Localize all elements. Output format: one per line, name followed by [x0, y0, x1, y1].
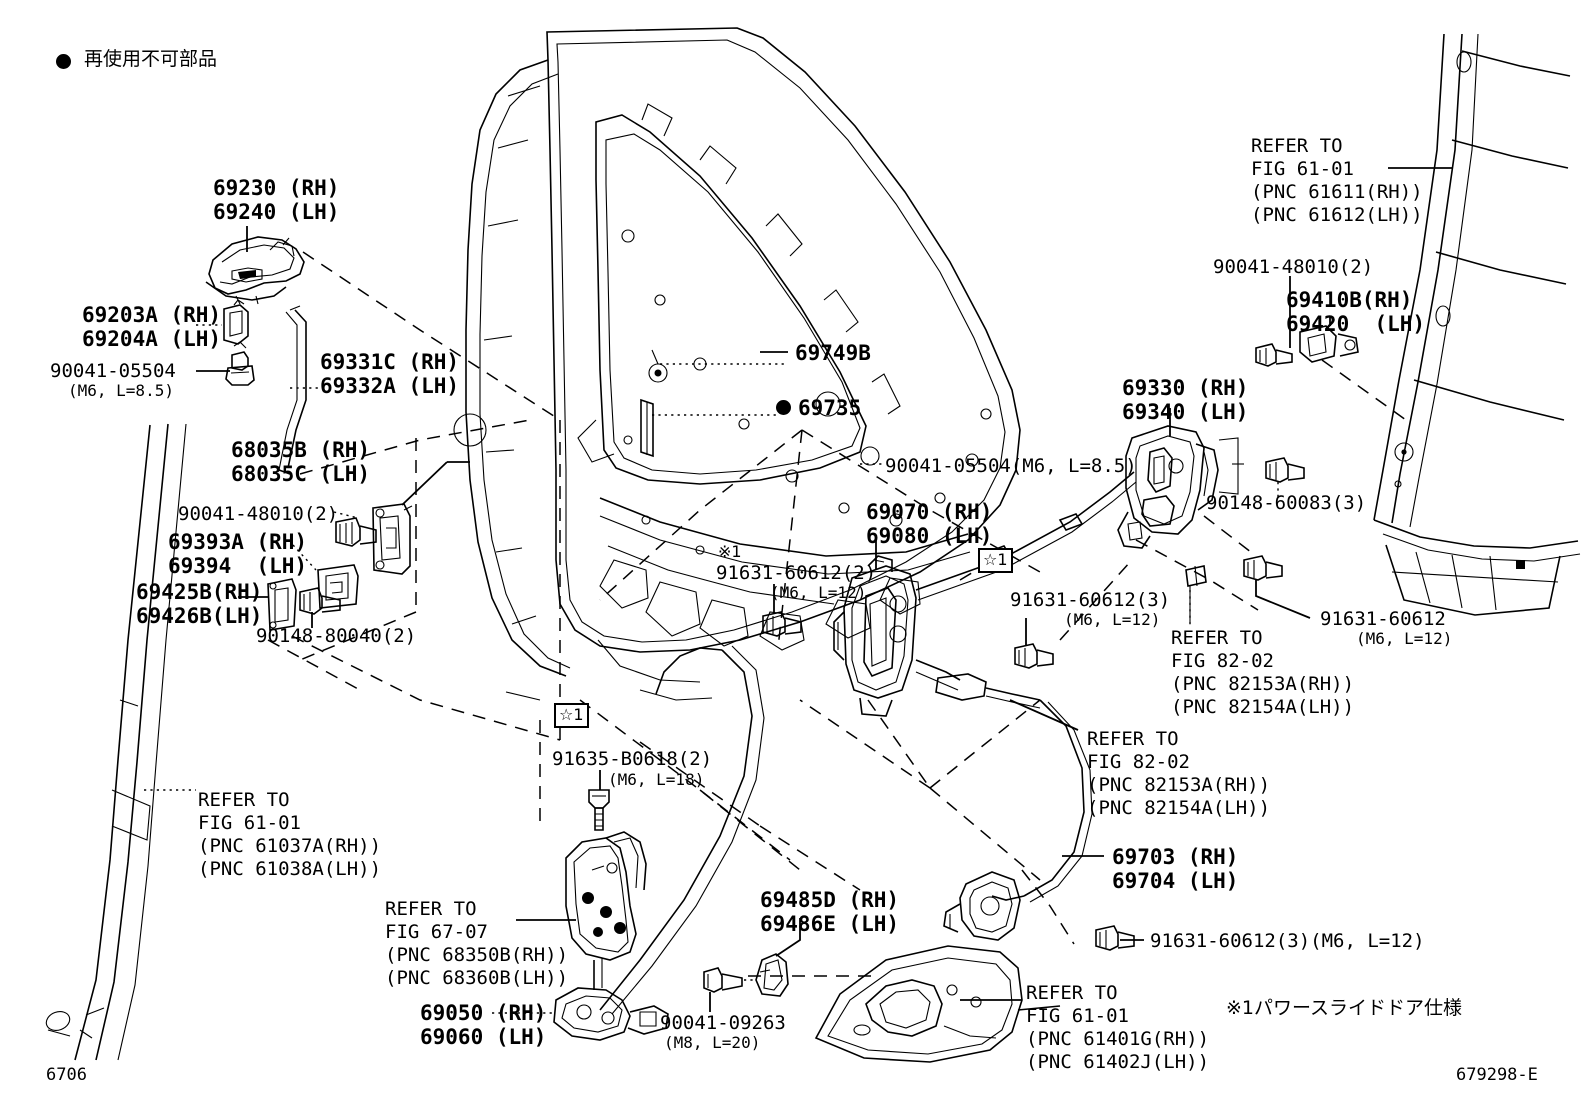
- note-power-slide-door: ※1パワースライドドア仕様: [1226, 997, 1463, 1019]
- label-lower-roller-rh: 69050 (RH): [420, 1001, 547, 1025]
- label-bolt-90148-60083: 90148-60083(3): [1206, 492, 1367, 514]
- screw-90041-05504-left-part: [225, 341, 255, 386]
- refer-61-01-bottomright-line3: (PNC 61401G(RH)): [1026, 1028, 1210, 1050]
- label-clip-69735: 69735: [798, 396, 862, 420]
- label-bolt-90041-09263: 90041-09263: [660, 1012, 786, 1034]
- refer-61-01-left-line4: (PNC 61038A(LH)): [198, 858, 382, 880]
- refer-61-01-topright-line1: REFER TO: [1251, 135, 1343, 157]
- label-motor-assy-lh: 69080 (LH): [866, 524, 993, 548]
- lower-roller-arm-part: [553, 831, 669, 1041]
- striker-plate-part: [372, 503, 413, 575]
- legend-text: 再使用不可部品: [84, 48, 218, 70]
- label-handle-cap-rh: 69203A (RH): [82, 303, 222, 327]
- label-outside-handle-rh: 69230 (RH): [213, 176, 340, 200]
- label-handle-rod-rh: 69331C (RH): [320, 350, 460, 374]
- refer-82-02-lower-line2: FIG 82-02: [1087, 751, 1190, 773]
- protector-69393a-part: [317, 564, 359, 609]
- refer-82-02-upper-line4: (PNC 82154A(LH)): [1171, 696, 1355, 718]
- bolt-91631-60612-single-part: [1185, 555, 1283, 622]
- refer-61-01-topright-line2: FIG 61-01: [1251, 158, 1354, 180]
- label-screw-90041-05504-center: 90041-05504(M6, L=8.5): [885, 455, 1137, 477]
- label-bolt-91631-60612-3a-spec: (M6, L=12): [1064, 610, 1161, 629]
- handle-cap-part: [223, 299, 249, 345]
- roller-bracket-69425b-part: [267, 578, 297, 631]
- label-lock-assy-lh: 69340 (LH): [1122, 400, 1249, 424]
- refer-82-02-upper-line1: REFER TO: [1171, 627, 1263, 649]
- refer-67-07-line1: REFER TO: [385, 898, 477, 920]
- refer-61-01-bottomright-line1: REFER TO: [1026, 982, 1118, 1004]
- label-handle-rod-lh: 69332A (LH): [320, 374, 460, 398]
- label-roller-bracket-lh: 69426B(LH): [136, 604, 263, 628]
- label-bolt-91635-b0618-spec: (M6, L=18): [608, 770, 705, 789]
- label-striker-plate-rh: 68035B (RH): [231, 438, 371, 462]
- label-bolt-91631-60612-3b: 91631-60612(3)(M6, L=12): [1150, 930, 1425, 952]
- label-lower-roller-lh: 69060 (LH): [420, 1025, 547, 1049]
- bolt-90148-80040-part: [299, 587, 341, 615]
- refer-61-01-bottomright-line2: FIG 61-01: [1026, 1005, 1129, 1027]
- footer-left-code: 6706: [46, 1065, 87, 1085]
- label-cable-assy-rh: 69703 (RH): [1112, 845, 1239, 869]
- refer-82-02-lower-line4: (PNC 82154A(LH)): [1087, 797, 1271, 819]
- refer-61-01-topright-line3: (PNC 61611(RH)): [1251, 181, 1423, 203]
- asterisk1-marker-left: ※1: [718, 542, 742, 561]
- refer-67-07-line4: (PNC 68360B(LH)): [385, 967, 569, 989]
- label-protector-rh: 69393A (RH): [168, 530, 308, 554]
- bolt-90148-60083-part: [1265, 457, 1305, 483]
- star1-marker-box-b: ☆1: [554, 703, 589, 728]
- refer-82-02-lower-line1: REFER TO: [1087, 728, 1179, 750]
- sliding-door-panel: [453, 27, 1021, 701]
- refer-82-02-upper-line3: (PNC 82153A(RH)): [1171, 673, 1355, 695]
- label-stopper-rh: 69485D (RH): [760, 888, 900, 912]
- label-bolt-91631-60612-2-spec: (M6, L=12): [770, 583, 867, 602]
- door-lock-assy-part: [1117, 425, 1244, 549]
- refer-67-07-line2: FIG 67-07: [385, 921, 488, 943]
- bolt-90041-48010-left-part: [335, 517, 377, 547]
- label-bolt-91631-60612-single-spec: (M6, L=12): [1356, 629, 1453, 648]
- star1-marker-box-a: ☆1: [978, 548, 1013, 573]
- label-screw-90041-05504-left-spec: (M6, L=8.5): [68, 381, 174, 400]
- refer-61-01-left-line3: (PNC 61037A(RH)): [198, 835, 382, 857]
- refer-67-07-line3: (PNC 68350B(RH)): [385, 944, 569, 966]
- refer-82-02-upper-line2: FIG 82-02: [1171, 650, 1274, 672]
- left-body-pillar: [45, 423, 187, 1061]
- label-upper-roller-lh: 69420 (LH): [1286, 312, 1426, 336]
- label-striker-plate-lh: 68035C (LH): [231, 462, 371, 486]
- label-bolt-91635-b0618: 91635-B0618(2): [552, 748, 713, 770]
- label-weatherstrip-69749b: 69749B: [795, 341, 871, 365]
- refer-82-02-lower-line3: (PNC 82153A(RH)): [1087, 774, 1271, 796]
- label-bolt-90041-09263-spec: (M8, L=20): [664, 1033, 761, 1052]
- refer-61-01-left-line1: REFER TO: [198, 789, 290, 811]
- refer-61-01-bottomright-line4: (PNC 61402J(LH)): [1026, 1051, 1210, 1073]
- bolt-91635-b0618-part: [588, 789, 610, 831]
- label-protector-lh: 69394 (LH): [168, 554, 308, 578]
- label-lock-assy-rh: 69330 (RH): [1122, 376, 1249, 400]
- label-roller-bracket-rh: 69425B(RH): [136, 580, 263, 604]
- bolt-90041-09263-part: [703, 967, 743, 993]
- label-bolt-90148-80040: 90148-80040(2): [256, 625, 417, 647]
- label-bolt-90041-48010-left: 90041-48010(2): [178, 503, 339, 525]
- label-screw-90041-05504-left: 90041-05504: [50, 360, 176, 382]
- bolt-91631-60612-2-part: [762, 611, 802, 637]
- label-bolt-91631-60612-single: 91631-60612: [1320, 608, 1446, 630]
- stopper-69485d-part: [755, 953, 789, 997]
- label-cable-assy-lh: 69704 (LH): [1112, 869, 1239, 893]
- non-reusable-marker-icon: [56, 54, 71, 69]
- cable-end-lock-part: [943, 871, 1021, 941]
- label-bolt-90041-48010-right: 90041-48010(2): [1213, 256, 1374, 278]
- rocker-sill-panel: [814, 945, 1061, 1063]
- refer-61-01-topright-line4: (PNC 61612(LH)): [1251, 204, 1423, 226]
- label-outside-handle-lh: 69240 (LH): [213, 200, 340, 224]
- outside-door-handle-part: [205, 236, 305, 305]
- label-bolt-91631-60612-3a: 91631-60612(3): [1010, 589, 1171, 611]
- non-reusable-marker-icon-69735: [776, 400, 791, 415]
- label-motor-assy-rh: 69070 (RH): [866, 500, 993, 524]
- footer-right-code: 679298-E: [1456, 1065, 1538, 1085]
- label-stopper-lh: 69486E (LH): [760, 912, 900, 936]
- label-handle-cap-lh: 69204A (LH): [82, 327, 222, 351]
- label-upper-roller-rh: 69410B(RH): [1286, 288, 1413, 312]
- refer-61-01-left-line2: FIG 61-01: [198, 812, 301, 834]
- label-bolt-91631-60612-2: 91631-60612(2): [716, 562, 877, 584]
- bolt-91631-60612-3a-part: [1014, 643, 1054, 669]
- bolt-91631-60612-3b-part: [1095, 925, 1135, 951]
